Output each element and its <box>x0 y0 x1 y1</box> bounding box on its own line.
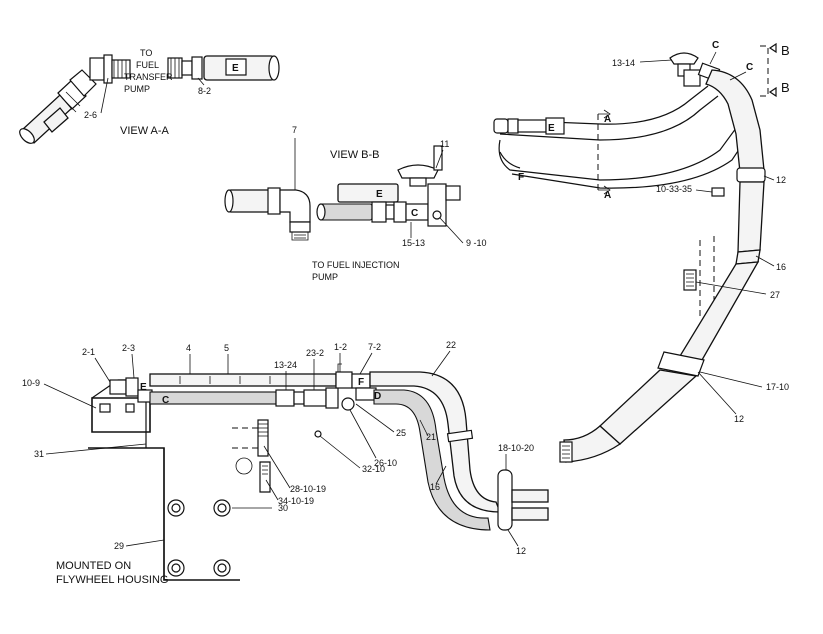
main-label-25: 25 <box>396 428 406 438</box>
main-fitting-f-label: F <box>358 377 364 388</box>
leader-11 <box>435 149 444 169</box>
right-assembly-drawing <box>493 45 769 463</box>
right-hose-e-label: E <box>548 123 555 134</box>
right-label-17-10: 17-10 <box>766 382 789 392</box>
right-b-label-1: B <box>781 43 790 58</box>
leader-c2 <box>729 71 747 81</box>
right-a-label-1: A <box>604 114 611 125</box>
leader-c1 <box>709 51 717 65</box>
view-aa-note-line4: PUMP <box>124 84 150 94</box>
view-bb-fitting-c-label: C <box>411 208 418 219</box>
leader-7-2 <box>359 352 373 375</box>
main-label-2-3: 2-3 <box>122 343 135 353</box>
leader-8-2 <box>197 77 205 86</box>
main-label-5: 5 <box>224 343 229 353</box>
main-label-29: 29 <box>114 541 124 551</box>
main-label-32-10: 32-10 <box>362 464 385 474</box>
main-label-21: 21 <box>426 432 436 442</box>
leader-34-10-19 <box>265 479 279 501</box>
leader-32-10 <box>319 435 361 469</box>
leader-10-33-35 <box>695 189 713 193</box>
view-bb-hose-e-label: E <box>376 189 383 200</box>
view-bb-label-7: 7 <box>292 125 297 135</box>
leader-27 <box>695 281 767 295</box>
main-label-7-2: 7-2 <box>368 342 381 352</box>
main-fitting-d-label: D <box>374 391 381 402</box>
view-aa-title: VIEW A-A <box>120 125 170 137</box>
leader-10-9 <box>43 383 97 409</box>
right-label-13-14: 13-14 <box>612 58 635 68</box>
b-arrow-1 <box>768 42 777 54</box>
right-c-label-1: C <box>712 40 719 51</box>
leader-12a <box>763 175 775 181</box>
leader-12b <box>697 371 737 415</box>
right-b-label-2: B <box>781 80 790 95</box>
view-bb-note-line1: TO FUEL INJECTION <box>312 260 400 270</box>
main-label-16: 16 <box>430 482 440 492</box>
b-arrow-2 <box>768 86 777 98</box>
main-label-30: 30 <box>278 503 288 513</box>
main-fitting-c-label: C <box>162 395 169 406</box>
view-aa-note-line1: TO <box>140 48 152 58</box>
main-label-23-2: 23-2 <box>306 348 324 358</box>
main-label-13-24: 13-24 <box>274 360 297 370</box>
leader-9-10 <box>439 217 464 244</box>
view-aa-drawing <box>19 54 280 144</box>
leader-26-10 <box>349 409 377 459</box>
leader-17-10 <box>699 371 763 388</box>
main-label-31: 31 <box>34 449 44 459</box>
main-label-10-9: 10-9 <box>22 378 40 388</box>
leader-2-3 <box>131 353 135 379</box>
right-c-label-2: C <box>746 62 753 73</box>
leader-22 <box>431 350 451 377</box>
leader-2-6 <box>100 77 109 114</box>
main-label-34-10-19: 34-10-19 <box>278 496 314 506</box>
view-bb-label-9-10: 9 -10 <box>466 238 487 248</box>
leader-2-1 <box>94 357 111 383</box>
view-aa-note-line2: FUEL <box>136 60 159 70</box>
right-label-12a: 12 <box>776 175 786 185</box>
view-bb-note-line2: PUMP <box>312 272 338 282</box>
view-aa-note-line3: TRANSFER <box>124 72 173 82</box>
leader-28-10-19 <box>263 445 291 489</box>
view-aa-label-8-2: 8-2 <box>198 86 211 96</box>
main-fitting-e-label: E <box>140 382 147 393</box>
leader-21 <box>419 419 429 437</box>
right-hose-f-label: F <box>518 172 524 183</box>
right-label-12b: 12 <box>734 414 744 424</box>
main-label-12: 12 <box>516 546 526 556</box>
main-label-1-2: 1-2 <box>334 342 347 352</box>
leader-25 <box>355 403 395 433</box>
main-label-26-10: 26-10 <box>374 458 397 468</box>
main-assembly-drawing <box>88 363 549 581</box>
leader-31 <box>45 443 147 455</box>
main-label-2-1: 2-1 <box>82 347 95 357</box>
main-label-4: 4 <box>186 343 191 353</box>
leader-16 <box>755 255 775 267</box>
main-label-28-10-19: 28-10-19 <box>290 484 326 494</box>
leader-12-main <box>507 529 519 547</box>
main-note-line1: MOUNTED ON <box>56 560 131 572</box>
view-aa-hose-e-label: E <box>232 63 239 74</box>
right-a-label-2: A <box>604 190 611 201</box>
view-bb-drawing <box>224 145 461 241</box>
view-bb-label-15-13: 15-13 <box>402 238 425 248</box>
main-note-line2: FLYWHEEL HOUSING <box>56 574 168 586</box>
right-label-10-33-35: 10-33-35 <box>656 184 692 194</box>
main-label-22: 22 <box>446 340 456 350</box>
leader-16-main <box>435 465 447 485</box>
view-bb-label-11: 11 <box>440 139 449 149</box>
view-bb-title: VIEW B-B <box>330 149 380 161</box>
leader-13-14 <box>639 59 673 63</box>
leader-29 <box>125 539 165 547</box>
view-aa-label-2-6: 2-6 <box>84 110 97 120</box>
main-label-18-10-20: 18-10-20 <box>498 443 534 453</box>
right-label-27: 27 <box>770 290 780 300</box>
right-label-16: 16 <box>776 262 786 272</box>
